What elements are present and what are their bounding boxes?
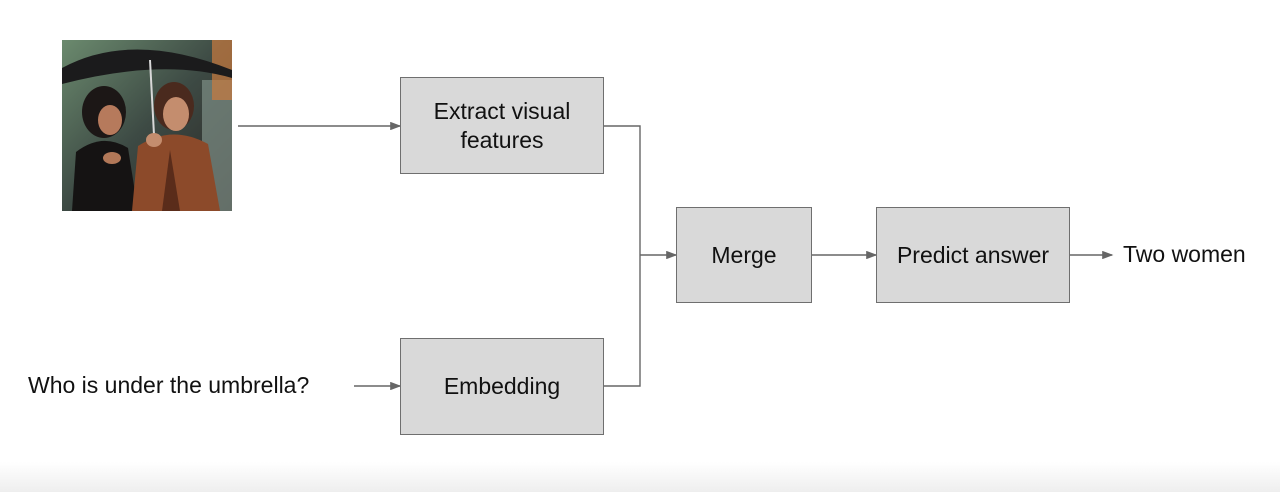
line-embedding-to-junction: [604, 255, 641, 387]
extract-node-label-line1: Extract visual: [433, 97, 571, 124]
embedding-node: Embedding: [400, 338, 604, 435]
embedding-node-label: Embedding: [443, 373, 561, 399]
extract-node-label-line2: features: [460, 126, 544, 153]
merge-node-label: Merge: [711, 241, 777, 268]
input-question-text: Who is under the umbrella?: [28, 372, 310, 398]
line-extract-to-junction: [604, 125, 641, 255]
predict-node-label: Predict answer: [896, 241, 1050, 268]
output-answer-text: Two women: [1123, 241, 1246, 267]
bottom-shadow: [0, 462, 1280, 492]
input-image: [62, 40, 232, 211]
predict-answer-node: Predict answer: [876, 207, 1070, 303]
merge-node: Merge: [676, 207, 812, 303]
extract-visual-features-node: Extract visual features: [400, 77, 604, 174]
